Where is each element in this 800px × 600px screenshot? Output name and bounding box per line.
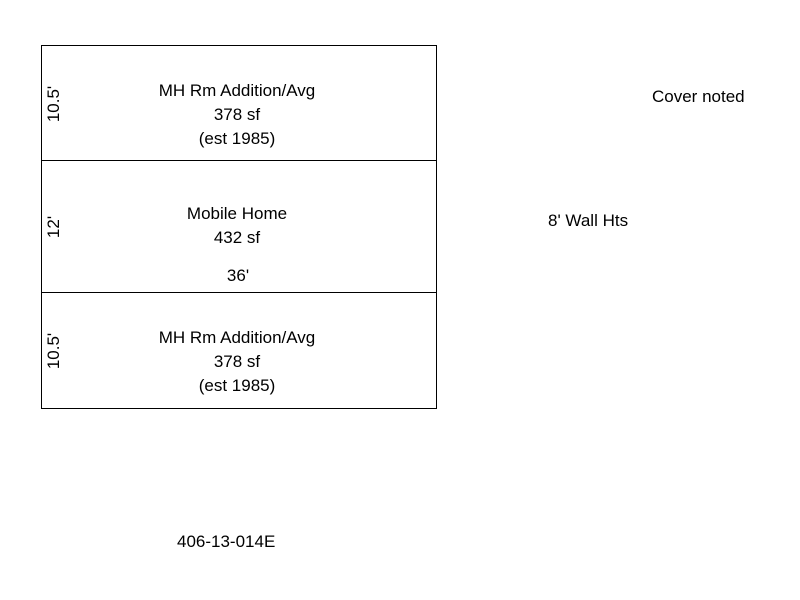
room-label-bottom: MH Rm Addition/Avg 378 sf (est 1985) [42, 326, 432, 398]
room-name-bottom: MH Rm Addition/Avg [158, 328, 316, 347]
room-addition-bottom: 10.5' MH Rm Addition/Avg 378 sf (est 198… [41, 292, 437, 409]
room-year-top: (est 1985) [198, 129, 276, 148]
room-label-middle: Mobile Home 432 sf [42, 202, 432, 250]
room-mobile-home: 12' Mobile Home 432 sf 36' [41, 160, 437, 294]
wall-heights-note: 8' Wall Hts [548, 211, 629, 230]
room-year-bottom: (est 1985) [198, 376, 276, 395]
room-name-middle: Mobile Home [186, 204, 288, 223]
parcel-id: 406-13-014E [177, 532, 276, 551]
cover-note: Cover noted [652, 87, 745, 106]
room-name-top: MH Rm Addition/Avg [158, 81, 316, 100]
room-label-top: MH Rm Addition/Avg 378 sf (est 1985) [42, 79, 432, 151]
room-area-top: 378 sf [213, 105, 261, 124]
width-dimension: 36' [226, 266, 250, 285]
room-area-bottom: 378 sf [213, 352, 261, 371]
room-area-middle: 432 sf [213, 228, 261, 247]
room-addition-top: 10.5' MH Rm Addition/Avg 378 sf (est 198… [41, 45, 437, 162]
